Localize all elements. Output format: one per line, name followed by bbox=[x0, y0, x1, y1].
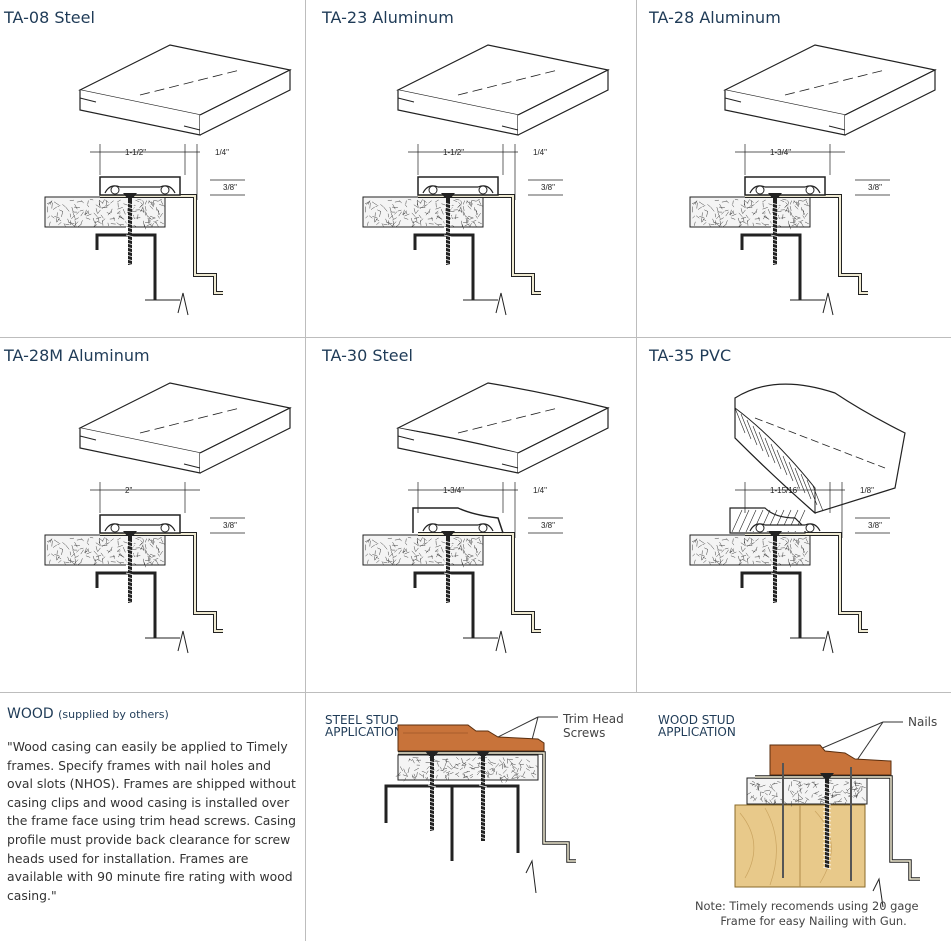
dimension-label: 1-15/16" bbox=[770, 486, 800, 495]
panel-title: TA-35 PVC bbox=[649, 346, 732, 365]
trim-head-screws-label: Trim Head Screws bbox=[563, 712, 624, 740]
dimension-label: 3/8" bbox=[223, 521, 237, 530]
dimension-label: 1/8" bbox=[860, 486, 874, 495]
casing-section-drawing: 1-15/16" 1/8" 3/8" bbox=[689, 383, 906, 654]
panel-title: TA-23 Aluminum bbox=[322, 8, 454, 27]
dimension-label: 1-3/4" bbox=[770, 148, 791, 157]
panel-title: TA-08 Steel bbox=[4, 8, 95, 27]
wood-stud-panel: WOOD STUD APPLICATION Nails Note: Timely… bbox=[645, 693, 951, 941]
casing-section-drawing: 1-1/2" 1/4" 3/8" bbox=[44, 44, 292, 316]
steel-stud-panel: STEEL STUD APPLICATION Trim Head Screws bbox=[318, 693, 636, 941]
wood-subtitle: (supplied by others) bbox=[58, 708, 169, 721]
divider-horizontal-1 bbox=[0, 337, 951, 338]
wood-title: WOOD bbox=[7, 706, 54, 722]
dimension-label: 2" bbox=[125, 486, 132, 495]
dimension-label: 1-1/2" bbox=[125, 148, 146, 157]
panel-title: TA-28M Aluminum bbox=[4, 346, 150, 365]
dimension-label: 1-1/2" bbox=[443, 148, 464, 157]
dimension-label: 3/8" bbox=[541, 521, 555, 530]
product-panel-ta08: TA-08 Steel 1-1/2" 1/4" 3/8" bbox=[0, 0, 305, 337]
dimension-label: 3/8" bbox=[868, 521, 882, 530]
casing-section-drawing: 1-3/4" 3/8" bbox=[689, 44, 937, 316]
wood-stud-title: WOOD STUD APPLICATION bbox=[658, 713, 736, 739]
wood-info-panel: WOOD (supplied by others) "Wood casing c… bbox=[0, 693, 305, 941]
steel-stud-title: STEEL STUD APPLICATION bbox=[325, 713, 403, 739]
dimension-label: 3/8" bbox=[223, 183, 237, 192]
dimension-label: 3/8" bbox=[868, 183, 882, 192]
wood-stud-note: Note: Timely recomends using 20 gage Fra… bbox=[695, 899, 919, 928]
panel-title: TA-28 Aluminum bbox=[649, 8, 781, 27]
product-panel-ta28m: TA-28M Aluminum 2" 3/8" bbox=[0, 338, 305, 692]
product-panel-ta30: TA-30 Steel 1-3/4" 1/4" 3/8" bbox=[318, 338, 636, 692]
dimension-label: 1-3/4" bbox=[443, 486, 464, 495]
casing-section-drawing: 2" 3/8" bbox=[44, 382, 292, 654]
wood-heading: WOOD (supplied by others) bbox=[7, 706, 169, 722]
divider-horizontal-2 bbox=[0, 692, 951, 693]
dimension-label: 1/4" bbox=[533, 148, 547, 157]
divider-vertical-2 bbox=[636, 0, 637, 692]
wood-stud-drawing bbox=[734, 721, 920, 908]
steel-stud-drawing bbox=[384, 716, 576, 894]
product-panel-ta28: TA-28 Aluminum 1-3/4" 3/8" bbox=[645, 0, 951, 337]
product-panel-ta35: TA-35 PVC 1-15/16" 1/8" 3/8" bbox=[645, 338, 951, 692]
panel-title: TA-30 Steel bbox=[322, 346, 413, 365]
product-panel-ta23: TA-23 Aluminum 1-1/2" 1/4" 3/8" bbox=[318, 0, 636, 337]
wood-description: "Wood casing can easily be applied to Ti… bbox=[7, 739, 297, 903]
nails-label: Nails bbox=[908, 715, 938, 729]
dimension-label: 1/4" bbox=[533, 486, 547, 495]
dimension-label: 1/4" bbox=[215, 148, 229, 157]
casing-section-drawing: 1-3/4" 1/4" 3/8" bbox=[362, 382, 610, 654]
dimension-label: 3/8" bbox=[541, 183, 555, 192]
divider-vertical-1 bbox=[305, 0, 306, 941]
casing-section-drawing: 1-1/2" 1/4" 3/8" bbox=[362, 44, 610, 316]
